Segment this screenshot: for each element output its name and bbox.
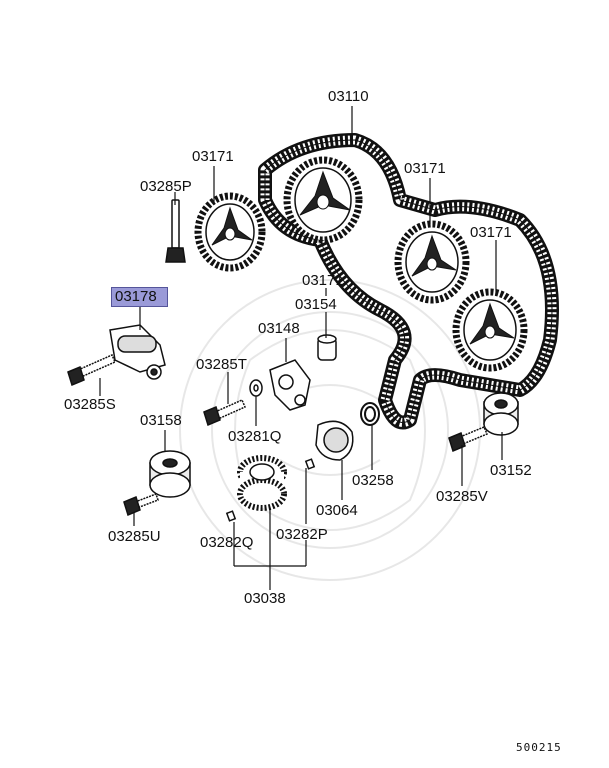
bolt-03285P bbox=[165, 199, 186, 263]
key-03282P bbox=[304, 458, 316, 470]
label-03171-right-upper: 03171 bbox=[404, 160, 446, 177]
bolt-03285T bbox=[203, 399, 246, 427]
timing-belt bbox=[258, 133, 559, 430]
label-03285U: 03285U bbox=[108, 528, 161, 545]
label-03285S: 03285S bbox=[64, 396, 116, 413]
idler-pulley-03152 bbox=[483, 392, 519, 436]
label-03282P: 03282P bbox=[276, 526, 328, 543]
idler-pulley-03158 bbox=[149, 450, 191, 498]
label-03171-left: 03171 bbox=[192, 148, 234, 165]
sprocket-top-center bbox=[283, 156, 363, 244]
washer-03281Q bbox=[249, 379, 263, 397]
sprocket-upper-left bbox=[194, 192, 266, 272]
label-03148: 03148 bbox=[258, 320, 300, 337]
label-03285V: 03285V bbox=[436, 488, 488, 505]
diagram-number: 500215 bbox=[516, 741, 562, 754]
label-03171-center: 03171 bbox=[302, 272, 344, 289]
label-03282Q: 03282Q bbox=[200, 534, 254, 551]
label-03171-right-lower: 03171 bbox=[470, 224, 512, 241]
key-03282Q bbox=[225, 510, 237, 522]
label-03281Q: 03281Q bbox=[228, 428, 282, 445]
tensioner-arm-03148 bbox=[269, 359, 311, 411]
label-03178-highlighted[interactable]: 03178 bbox=[111, 287, 168, 307]
bolt-03285U bbox=[123, 493, 159, 517]
label-03038: 03038 bbox=[244, 590, 286, 607]
leader-lines bbox=[99, 106, 503, 590]
plate-03064 bbox=[315, 420, 354, 461]
sprocket-right-upper bbox=[394, 220, 470, 304]
spacer-03258 bbox=[360, 402, 380, 426]
label-03285T: 03285T bbox=[196, 356, 247, 373]
label-03064: 03064 bbox=[316, 502, 358, 519]
bolt-03285S bbox=[67, 354, 116, 387]
label-03110: 03110 bbox=[328, 88, 369, 105]
label-03152: 03152 bbox=[490, 462, 532, 479]
pin-03154 bbox=[317, 334, 337, 361]
label-03258: 03258 bbox=[352, 472, 394, 489]
auto-tensioner bbox=[109, 324, 166, 380]
label-03154: 03154 bbox=[295, 296, 337, 313]
bolt-03285V bbox=[448, 426, 488, 453]
label-03285P: 03285P bbox=[140, 178, 192, 195]
crankshaft-sprocket-03038 bbox=[237, 455, 287, 511]
label-03158: 03158 bbox=[140, 412, 182, 429]
sprocket-right-lower bbox=[452, 288, 528, 372]
